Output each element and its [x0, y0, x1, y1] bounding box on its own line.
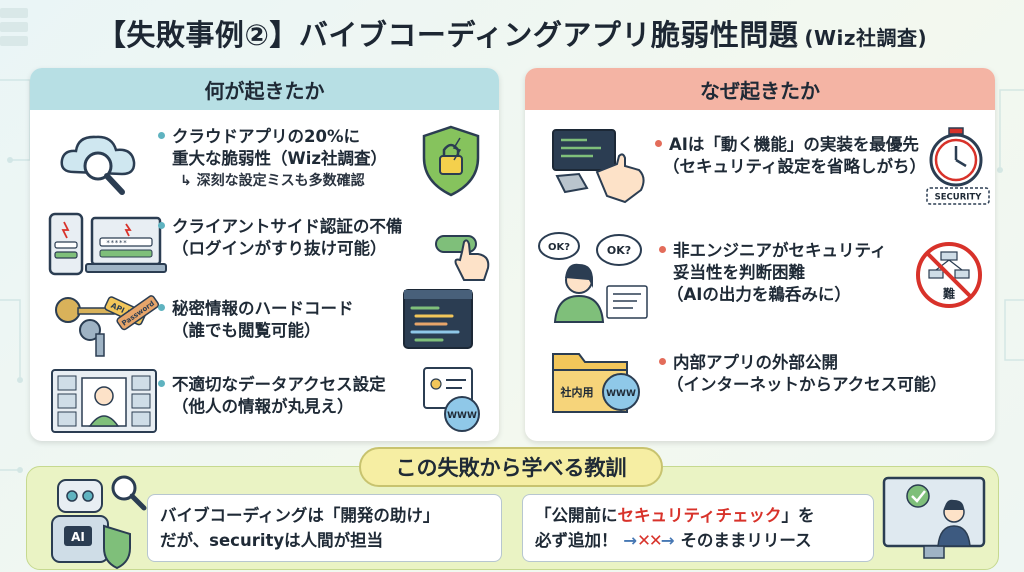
ok-bubble-1: OK?: [548, 242, 570, 253]
panel-why-happened: なぜ起きたか AIは「動く機能」の実装を最優先 （セキュリティ設定を省略しがち）…: [525, 68, 995, 441]
folder-www-label: WWW: [606, 389, 636, 399]
cross-icon: ✕✕: [637, 531, 663, 550]
lesson-left-line2: だが、securityは人間が担当: [160, 531, 384, 550]
magnifier-icon: [111, 475, 147, 511]
list-item: クライアントサイド認証の不備 （ログインがすり抜け可能）: [158, 216, 402, 260]
no-flowchart-icon: 難: [916, 242, 982, 308]
shield-lock-icon: [422, 125, 480, 197]
list-item: 非エンジニアがセキュリティ 妥当性を判断困難 （AIの出力を鵜呑みに）: [659, 240, 887, 306]
person-monitor-icon: [882, 476, 986, 559]
robot-ai-label: AI: [71, 530, 85, 544]
list-item: AIは「動く機能」の実装を最優先 （セキュリティ設定を省略しがち）: [655, 134, 926, 178]
list-item: クラウドアプリの20%に 重大な脆弱性（Wiz社調査） ↳ 深刻な設定ミスも多数…: [158, 126, 387, 192]
robot-ai-icon: AI: [51, 479, 131, 570]
folder-label: 社内用: [560, 385, 594, 399]
lesson-banner: この失敗から学べる教訓: [359, 447, 663, 487]
code-window-icon: [403, 289, 473, 349]
difficult-label: 難: [943, 286, 955, 301]
video-grid-icon: [51, 369, 157, 433]
title-sub: (Wiz社調査): [804, 26, 928, 50]
lesson-card-left: バイブコーディングは「開発の助け」 だが、securityは人間が担当: [147, 494, 502, 562]
folder-globe-icon: 社内用 WWW: [552, 353, 640, 413]
lesson-left-line1: バイブコーディングは「開発の助け」: [160, 506, 440, 525]
www-label: WWW: [447, 411, 477, 421]
robot-hand-keyboard-icon: [552, 129, 645, 204]
ok-bubble-2: OK?: [607, 244, 631, 257]
list-item: 内部アプリの外部公開 （インターネットからアクセス可能）: [659, 352, 947, 396]
cloud-search-icon: [60, 135, 136, 195]
arrow-icon: →: [660, 531, 675, 550]
profile-www-icon: WWW: [423, 367, 480, 432]
person-question-icon: OK? OK?: [538, 232, 648, 323]
title-main: 【失敗事例②】バイブコーディングアプリ脆弱性問題: [96, 18, 799, 52]
panel-what-happened: 何が起きたか クラウドアプリの20%に 重大な脆弱性（Wiz社調査） ↳ 深刻な…: [30, 68, 499, 441]
arrow-icon: →: [623, 531, 638, 550]
page-title: 【失敗事例②】バイブコーディングアプリ脆弱性問題(Wiz社調査): [0, 12, 1024, 56]
list-item: 不適切なデータアクセス設定 （他人の情報が丸見え）: [158, 374, 386, 418]
list-item: 秘密情報のハードコード （誰でも閲覧可能）: [158, 298, 354, 342]
lesson-card-right: 「公開前にセキュリティチェック」を 必ず追加！ →✕✕→ そのままリリース: [522, 494, 874, 562]
stopwatch-icon: SECURITY: [926, 127, 990, 205]
panel-heading-why-happened: なぜ起きたか: [525, 68, 995, 110]
keys-icon: API Key Password: [55, 295, 160, 357]
hand-pointer-icon: [435, 235, 490, 281]
security-tag: SECURITY: [935, 193, 983, 203]
panel-heading-what-happened: 何が起きたか: [30, 68, 499, 110]
svg-text:*****: *****: [106, 239, 127, 247]
security-check-highlight: セキュリティチェック: [617, 506, 782, 525]
phone-login-icon: *****: [48, 212, 167, 276]
